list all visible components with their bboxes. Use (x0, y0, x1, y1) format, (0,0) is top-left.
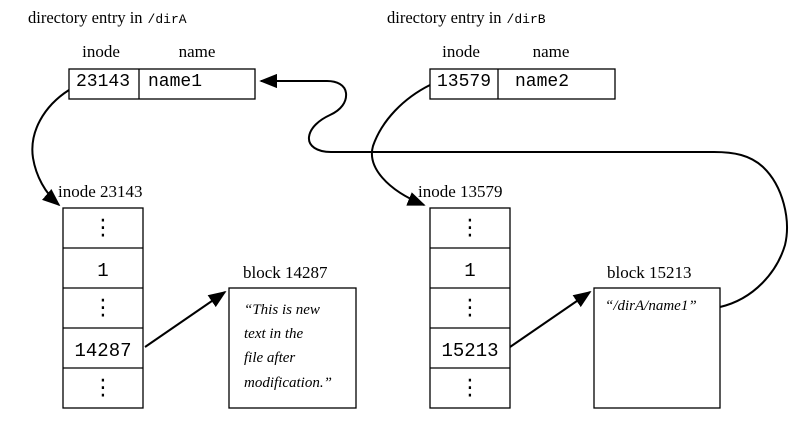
dirB-inode-value: 13579 (437, 72, 491, 92)
arrow-inodeB-to-blockB (509, 290, 592, 348)
dirA-entry-title: directory entry in/dirA (28, 8, 187, 27)
arrow-inodeA-to-blockA (144, 290, 227, 348)
inodeB-row-blockptr: 15213 (441, 340, 498, 362)
dirB-entry-title: directory entry in/dirB (387, 8, 546, 27)
dirA-inode-value: 23143 (76, 72, 130, 92)
dirB-entry-box (429, 68, 616, 100)
blockB-label: block 15213 (607, 263, 692, 282)
dirA-header-inode: inode (82, 42, 120, 61)
inodeB-label: inode 13579 (418, 182, 503, 201)
inodeA-row-blockptr: 14287 (74, 340, 131, 362)
blockA-text-line4: modification.” (244, 375, 332, 391)
dirB-header-name: name (533, 42, 570, 61)
inodeB-row-ellipsis-3: ⋮ (459, 376, 481, 401)
inodeA-row-refcount: 1 (97, 260, 108, 282)
dirA-title-path: /dirA (148, 12, 187, 27)
dirB-title-text: directory entry in (387, 8, 502, 27)
dirB-header-inode: inode (442, 42, 480, 61)
dirB-title-path: /dirB (507, 12, 546, 27)
dirA-name-value: name1 (148, 72, 202, 92)
inodeB-box (429, 207, 511, 409)
blockA-text-line2: text in the (244, 326, 303, 342)
inodeA-table: inode 23143 ⋮ 1 ⋮ 14287 ⋮ (58, 182, 144, 409)
inodeB-row-ellipsis-2: ⋮ (459, 296, 481, 321)
inodeA-label: inode 23143 (58, 182, 143, 201)
blockB-text: “/dirA/name1” (605, 298, 697, 314)
dirB-name-value: name2 (515, 72, 569, 92)
blockA-label: block 14287 (243, 263, 328, 282)
blockB: block 15213 “/dirA/name1” (593, 263, 721, 409)
inodeA-row-ellipsis-2: ⋮ (92, 296, 114, 321)
arrow-dirB-entry-to-inodeB (370, 84, 431, 206)
blockA-text-line3: file after (244, 350, 295, 366)
blockA-box (228, 287, 357, 409)
inodeA-box (62, 207, 144, 409)
dirA-entry-box (68, 68, 256, 100)
inodeA-row-ellipsis-1: ⋮ (92, 216, 114, 241)
blockA-text-line1: “This is new (244, 302, 320, 318)
arrow-blockB-symlink-to-dirA-entry (259, 73, 788, 308)
dirA-entry: directory entry in/dirA inode name 23143… (28, 8, 256, 100)
dirA-title-text: directory entry in (28, 8, 143, 27)
inodeB-row-refcount: 1 (464, 260, 475, 282)
dirA-header-name: name (179, 42, 216, 61)
blockB-box (593, 287, 721, 409)
arrow-dirA-entry-to-inodeA (31, 89, 70, 207)
inodeA-row-ellipsis-3: ⋮ (92, 376, 114, 401)
inodeB-table: inode 13579 ⋮ 1 ⋮ 15213 ⋮ (418, 182, 511, 409)
dirB-entry: directory entry in/dirB inode name 13579… (387, 8, 616, 100)
blockA: block 14287 “This is new text in the fil… (228, 263, 357, 409)
inodeB-row-ellipsis-1: ⋮ (459, 216, 481, 241)
